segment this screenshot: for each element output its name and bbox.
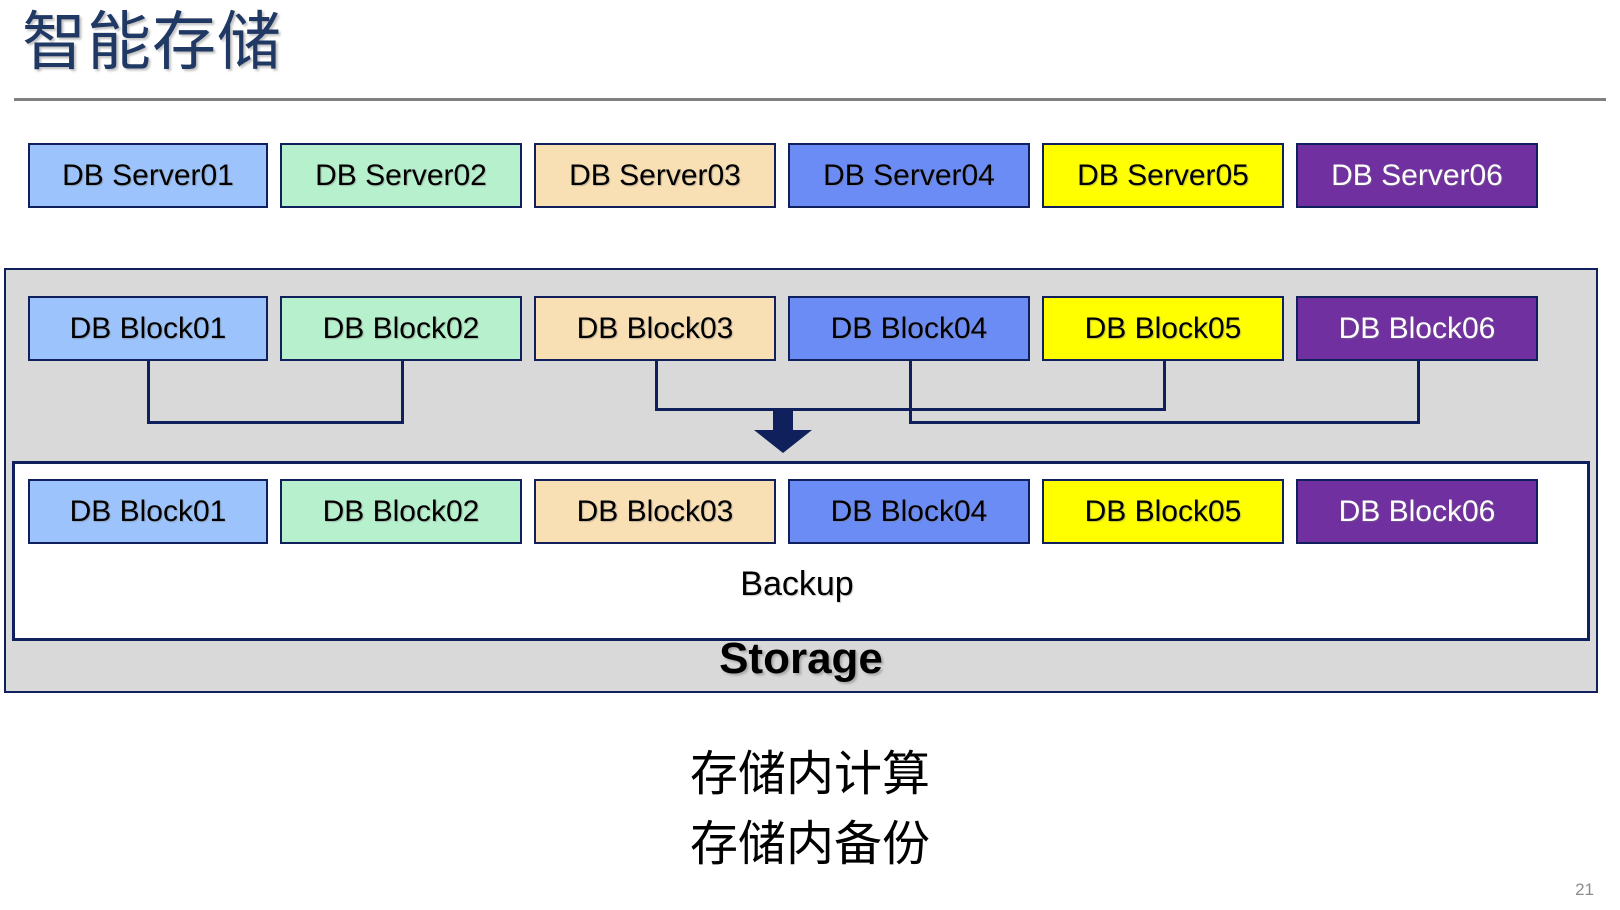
db-server-box-label: DB Server02 <box>315 158 487 192</box>
db-block-box-backup-3[interactable]: DB Block03 <box>534 479 776 544</box>
db-server-box-4[interactable]: DB Server04 <box>788 143 1030 208</box>
caption-line-1: 存储内计算 <box>689 748 930 801</box>
db-server-box-label: DB Server05 <box>1077 158 1249 192</box>
db-server-box-2[interactable]: DB Server02 <box>280 143 522 208</box>
db-block-box-source-6[interactable]: DB Block06 <box>1296 296 1538 361</box>
db-block-box-backup-6[interactable]: DB Block06 <box>1296 479 1538 544</box>
connector-block01-block02-crossbar <box>147 421 404 424</box>
db-server-box-label: DB Server04 <box>823 158 995 192</box>
db-server-box-label: DB Server03 <box>569 158 741 192</box>
connector-block01-block02-left-leg <box>147 361 150 424</box>
db-block-box-source-2[interactable]: DB Block02 <box>280 296 522 361</box>
db-block-box-backup-label: DB Block06 <box>1338 494 1496 528</box>
connector-block04-block06-left-leg <box>909 361 912 424</box>
connector-block03-block05-left-leg <box>655 361 658 411</box>
db-server-box-5[interactable]: DB Server05 <box>1042 143 1284 208</box>
db-block-box-source-5[interactable]: DB Block05 <box>1042 296 1284 361</box>
connector-block04-block06-right-leg <box>1417 361 1420 424</box>
db-block-box-backup-1[interactable]: DB Block01 <box>28 479 268 544</box>
db-block-box-source-3[interactable]: DB Block03 <box>534 296 776 361</box>
db-block-box-source-label: DB Block05 <box>1084 311 1242 345</box>
db-block-box-backup-4[interactable]: DB Block04 <box>788 479 1030 544</box>
connector-block04-block06-crossbar <box>909 421 1420 424</box>
db-block-box-source-label: DB Block02 <box>322 311 480 345</box>
page-title: 智能存储 <box>22 6 282 78</box>
down-arrow-icon <box>754 410 812 453</box>
caption-line-2: 存储内备份 <box>689 817 930 871</box>
db-block-box-source-4[interactable]: DB Block04 <box>788 296 1030 361</box>
db-block-box-backup-5[interactable]: DB Block05 <box>1042 479 1284 544</box>
db-block-box-source-label: DB Block01 <box>69 311 227 345</box>
storage-label: Storage <box>719 634 883 683</box>
db-block-box-backup-label: DB Block01 <box>69 494 227 528</box>
connector-block03-block05-right-leg <box>1163 361 1166 411</box>
db-block-box-source-1[interactable]: DB Block01 <box>28 296 268 361</box>
page-number: 21 <box>1575 880 1594 899</box>
slide-caption: 存储内计算存储内备份 <box>0 740 1620 879</box>
db-block-box-source-label: DB Block04 <box>830 311 988 345</box>
connector-block01-block02-right-leg <box>401 361 404 424</box>
db-server-box-label: DB Server06 <box>1331 158 1503 192</box>
title-divider <box>14 98 1606 101</box>
db-block-box-backup-label: DB Block05 <box>1084 494 1242 528</box>
db-server-box-6[interactable]: DB Server06 <box>1296 143 1538 208</box>
db-block-box-source-label: DB Block03 <box>576 311 734 345</box>
db-block-box-source-label: DB Block06 <box>1338 311 1496 345</box>
db-server-box-3[interactable]: DB Server03 <box>534 143 776 208</box>
backup-label: Backup <box>740 565 854 603</box>
db-server-box-label: DB Server01 <box>62 158 234 192</box>
db-block-box-backup-label: DB Block04 <box>830 494 988 528</box>
db-server-box-1[interactable]: DB Server01 <box>28 143 268 208</box>
db-block-box-backup-label: DB Block03 <box>576 494 734 528</box>
db-block-box-backup-label: DB Block02 <box>322 494 480 528</box>
db-block-box-backup-2[interactable]: DB Block02 <box>280 479 522 544</box>
